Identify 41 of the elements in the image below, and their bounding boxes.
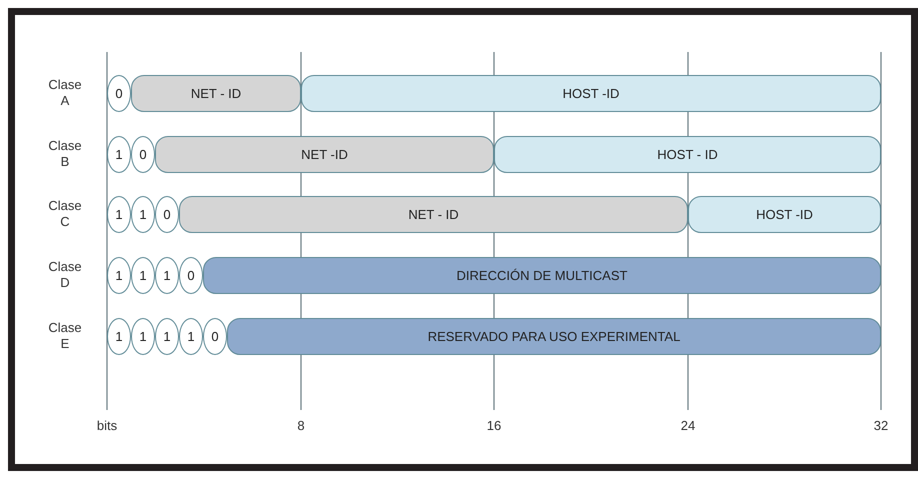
field-label: NET - ID — [408, 207, 459, 222]
bit-value: 0 — [187, 268, 195, 283]
bit-value: 1 — [139, 268, 147, 283]
bit-position-label: 24 — [680, 418, 696, 434]
bit-value: 1 — [115, 268, 123, 283]
bit-value: 1 — [115, 207, 123, 222]
host-id-field — [688, 196, 881, 233]
field-label: NET -ID — [301, 147, 348, 162]
field-label: HOST -ID — [562, 86, 620, 101]
bit-position-label: 16 — [486, 418, 502, 434]
net-id-field — [155, 136, 494, 173]
bit-value: 1 — [115, 329, 123, 344]
bit-position-label: 32 — [872, 418, 890, 434]
bit-value: 0 — [211, 329, 219, 344]
bit-value: 1 — [163, 268, 171, 283]
bit-value: 1 — [139, 329, 147, 344]
host-id-field — [301, 75, 881, 112]
field-label: RESERVADO PARA USO EXPERIMENTAL — [428, 329, 680, 344]
net-id-field — [179, 196, 688, 233]
address-field — [203, 257, 881, 294]
bit-value: 1 — [139, 207, 147, 222]
bit-value: 1 — [187, 329, 195, 344]
net-id-field — [131, 75, 301, 112]
bit-value: 0 — [139, 147, 147, 162]
class-label: Clase B — [47, 138, 83, 170]
field-label: NET - ID — [190, 86, 242, 101]
host-id-field — [494, 136, 881, 173]
field-label: DIRECCIÓN DE MULTICAST — [456, 268, 628, 283]
bit-value: 1 — [115, 147, 123, 162]
bit-position-label: 8 — [296, 418, 306, 434]
bit-value: 0 — [115, 86, 123, 101]
bit-value: 1 — [163, 329, 171, 344]
address-field — [227, 318, 881, 355]
class-label: Clase E — [47, 320, 83, 352]
class-label: Clase C — [47, 198, 83, 230]
axis-label: bits — [96, 418, 118, 434]
bit-value: 0 — [163, 207, 171, 222]
class-label: Clase A — [47, 77, 83, 109]
field-label: HOST - ID — [657, 147, 718, 162]
field-label: HOST -ID — [756, 207, 813, 222]
class-label: Clase D — [47, 259, 83, 291]
